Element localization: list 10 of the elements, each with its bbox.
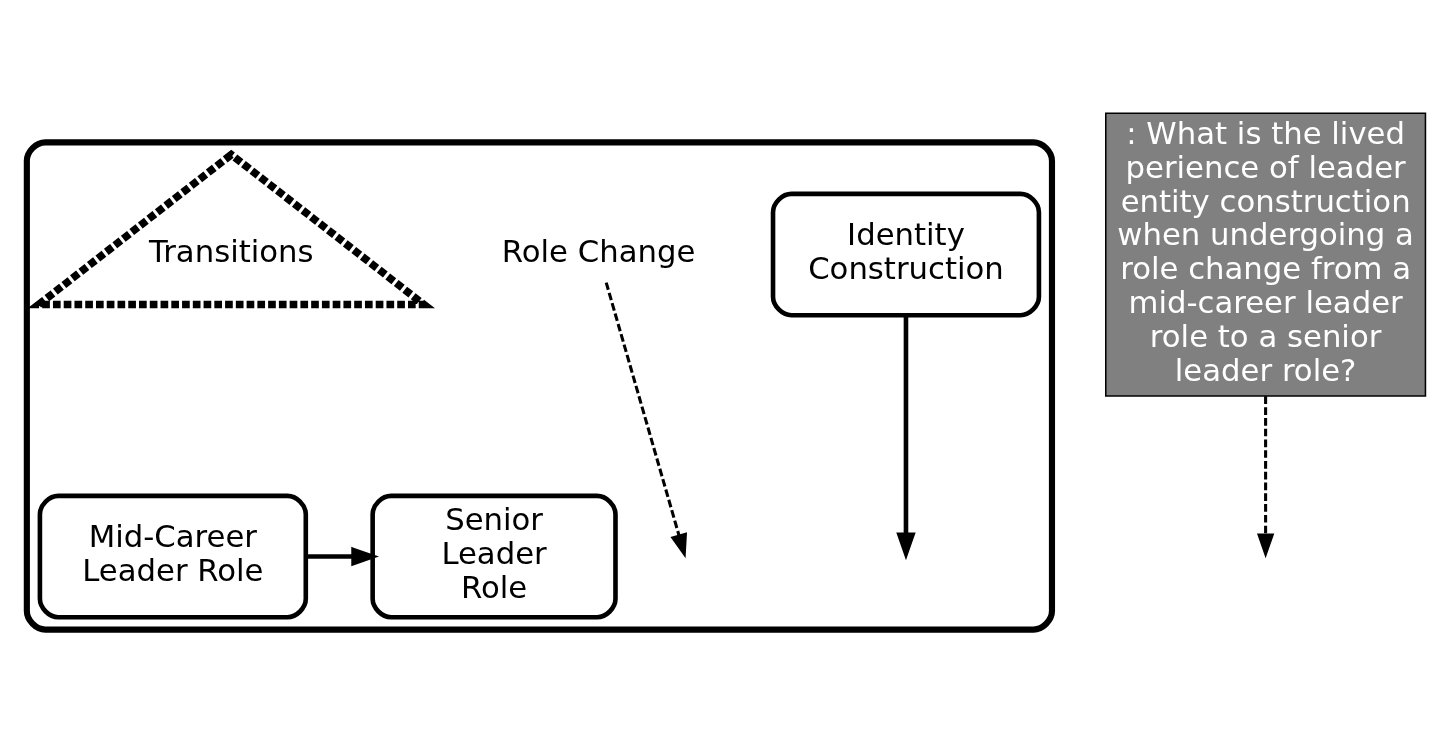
cluster [23, 138, 1056, 633]
node-box: Mid-Career Leader Role [37, 493, 309, 620]
arrow [305, 546, 379, 566]
arrow [1257, 395, 1275, 558]
node-box: Identity Construction [770, 191, 1042, 318]
arrow [604, 281, 688, 558]
node-box: : What is the lived perience of leader entity construction when undergoing a role change from a mid-career leader role to a senior leader role? [1105, 111, 1427, 397]
node-text: Role Change [501, 232, 696, 269]
node-box: Senior Leader Role [370, 493, 618, 620]
arrow [896, 315, 916, 560]
